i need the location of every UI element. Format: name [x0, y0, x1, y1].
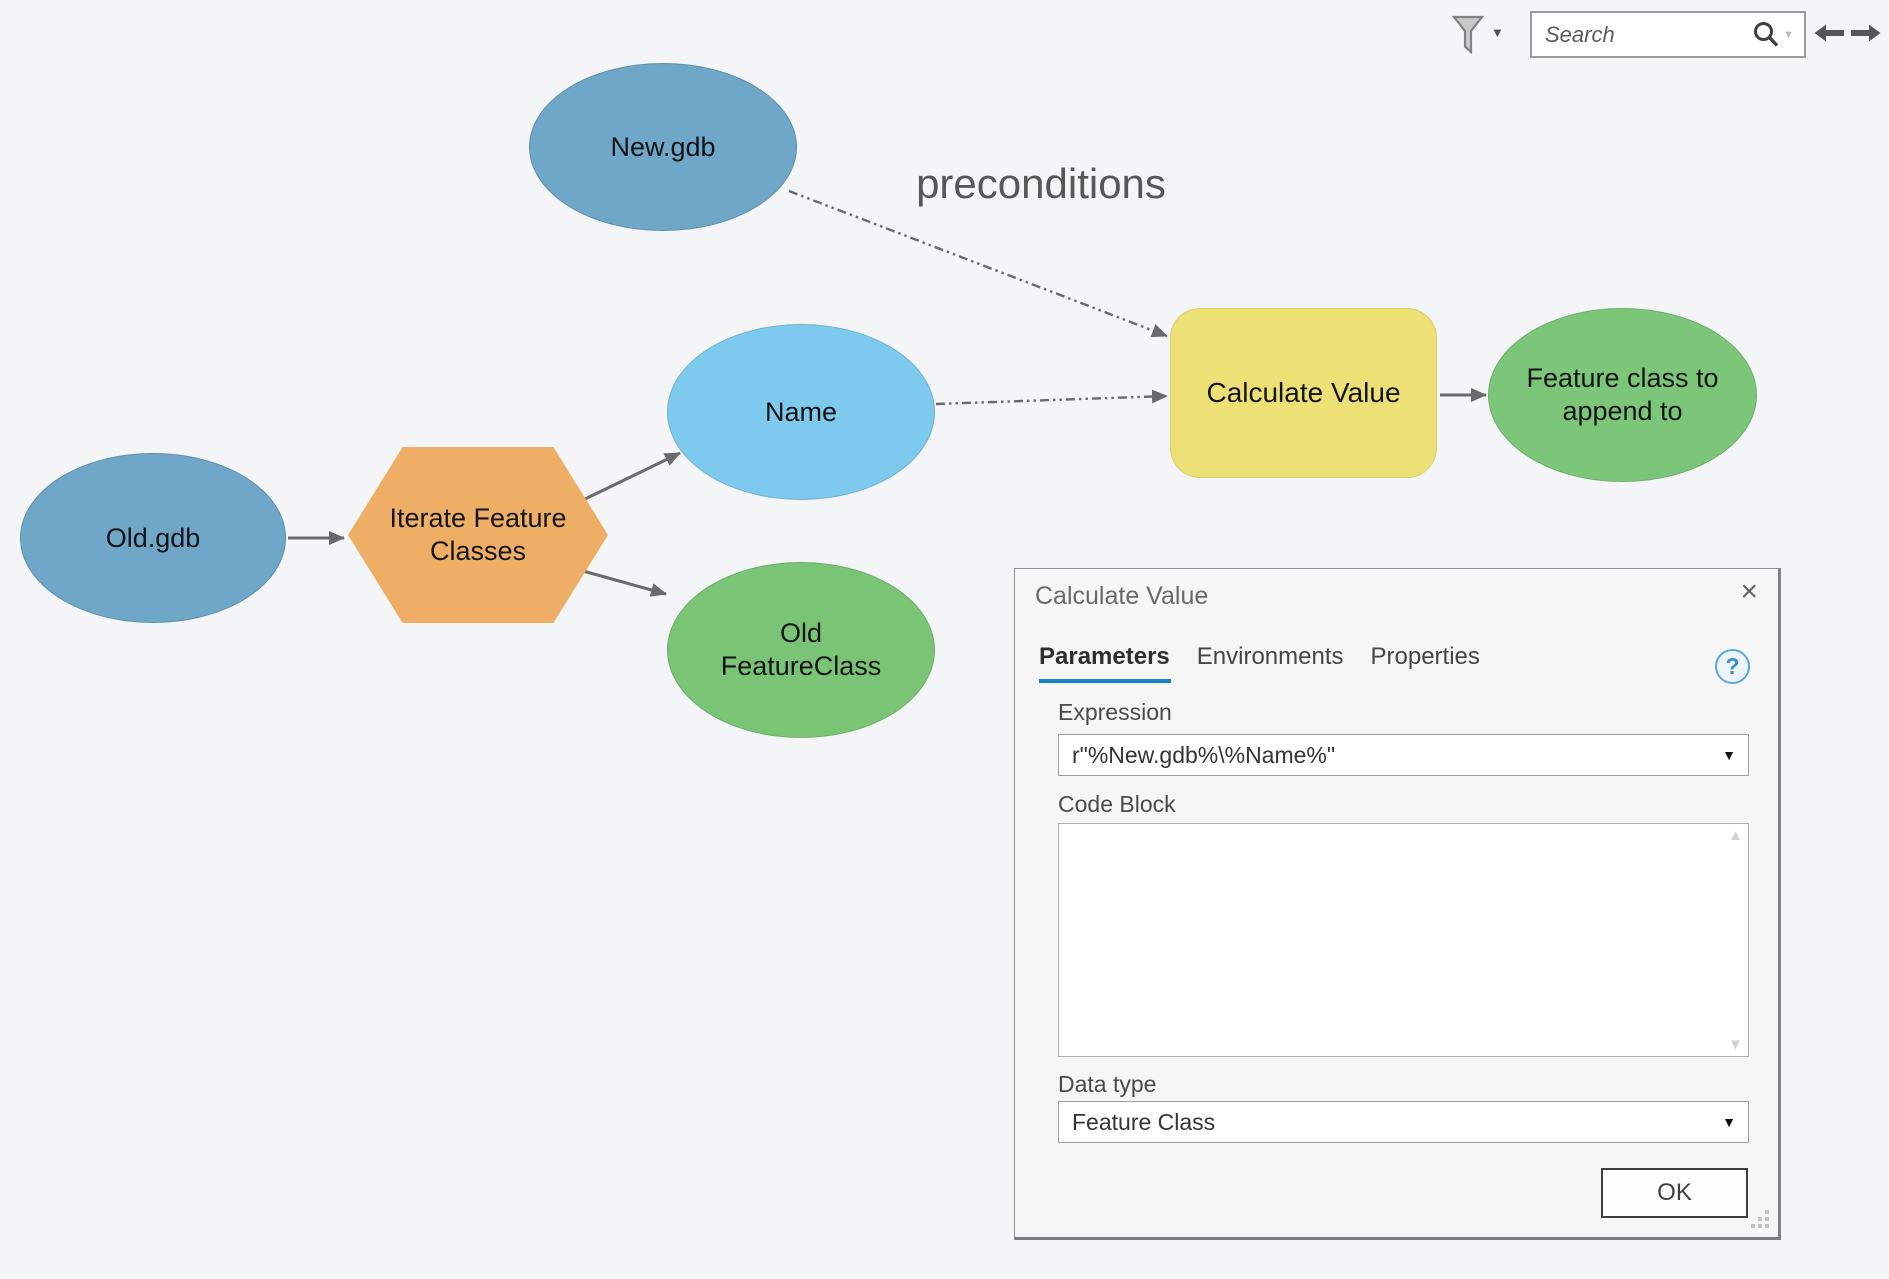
- model-node-old-gdb[interactable]: Old.gdb: [20, 453, 286, 623]
- search-options-caret-icon[interactable]: ▼: [1783, 28, 1794, 41]
- node-label: Name: [764, 396, 838, 427]
- model-node-new-gdb[interactable]: New.gdb: [529, 63, 797, 231]
- expression-label: Expression: [1058, 699, 1172, 725]
- back-arrow-icon[interactable]: [1814, 24, 1845, 42]
- forward-arrow-icon[interactable]: [1850, 24, 1881, 42]
- dialog-title: Calculate Value: [1035, 582, 1209, 610]
- data-type-combo[interactable]: Feature Class ▼: [1058, 1101, 1749, 1143]
- precondition-label: preconditions: [916, 160, 1166, 207]
- model-node-name[interactable]: Name: [667, 324, 935, 500]
- node-label: Old.gdb: [105, 522, 201, 553]
- tab-environments[interactable]: Environments: [1196, 643, 1344, 670]
- calculate-value-dialog: Calculate Value × Parameters Environment…: [1014, 568, 1781, 1240]
- connector-iterator-to-oldfc[interactable]: [582, 569, 667, 597]
- toolbar: ▼ ▼: [0, 0, 1889, 64]
- connector-precondition-newgdb-to-calc[interactable]: [788, 189, 1168, 338]
- code-block-label: Code Block: [1058, 791, 1176, 817]
- tab-properties[interactable]: Properties: [1370, 643, 1480, 670]
- node-label: Calculate Value: [1206, 376, 1401, 408]
- connector-name-to-calc[interactable]: [935, 389, 1168, 406]
- search-input[interactable]: [1532, 21, 1752, 48]
- close-icon[interactable]: ×: [1740, 575, 1758, 608]
- search-icon[interactable]: [1751, 20, 1781, 50]
- filter-icon[interactable]: [1452, 15, 1484, 55]
- model-node-old-featureclass[interactable]: Old FeatureClass: [667, 562, 935, 738]
- active-tab-underline: [1039, 679, 1171, 683]
- model-node-iterate-feature-classes[interactable]: Iterate Feature Classes: [348, 447, 608, 623]
- node-label: Feature class to append to: [1526, 363, 1719, 426]
- dialog-tabs: Parameters Environments Properties: [1039, 643, 1480, 671]
- expression-combo[interactable]: r"%New.gdb%\%Name%" ▼: [1058, 734, 1749, 776]
- code-block-field: ▲ ▼: [1058, 823, 1749, 1057]
- node-label: New.gdb: [610, 131, 716, 162]
- search-box: ▼: [1530, 11, 1806, 58]
- ok-button[interactable]: OK: [1601, 1168, 1748, 1218]
- data-type-label: Data type: [1058, 1071, 1157, 1097]
- connector-iterator-to-name[interactable]: [582, 451, 681, 502]
- chevron-down-icon[interactable]: ▼: [1722, 747, 1736, 763]
- node-label: Old FeatureClass: [720, 618, 882, 681]
- resize-grip[interactable]: [1765, 1224, 1769, 1228]
- help-icon[interactable]: ?: [1715, 649, 1750, 684]
- data-type-value: Feature Class: [1072, 1108, 1216, 1135]
- filter-caret-icon[interactable]: ▼: [1491, 25, 1504, 40]
- node-label: Iterate Feature Classes: [389, 503, 567, 566]
- model-node-feature-class-to-append-to[interactable]: Feature class to append to: [1488, 308, 1757, 482]
- model-node-calculate-value[interactable]: Calculate Value: [1170, 308, 1437, 478]
- expression-value: r"%New.gdb%\%Name%": [1072, 741, 1336, 768]
- chevron-down-icon[interactable]: ▼: [1722, 1114, 1736, 1130]
- tab-parameters[interactable]: Parameters: [1039, 643, 1170, 670]
- code-block-textarea[interactable]: [1059, 824, 1748, 1056]
